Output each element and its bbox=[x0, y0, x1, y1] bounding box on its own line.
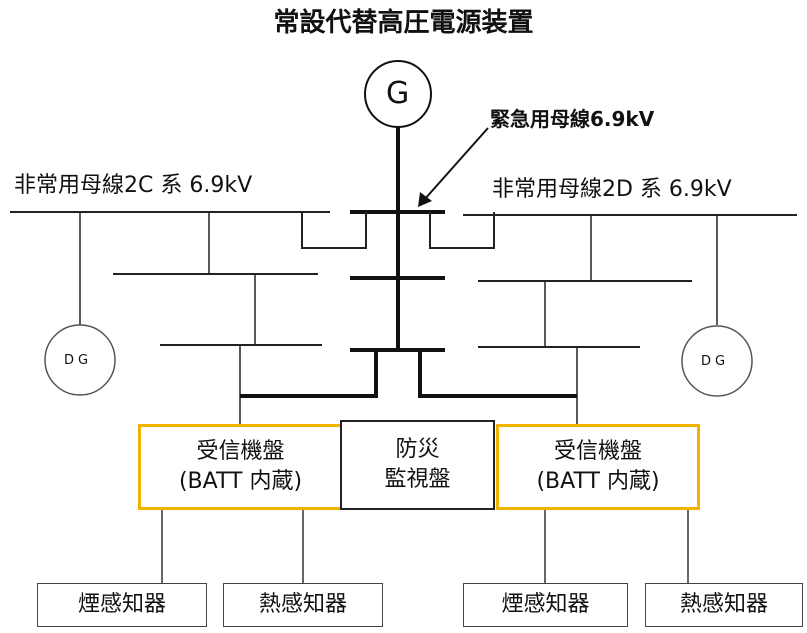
receiver-panel-right: 受信機盤 (BATT 内蔵) bbox=[496, 424, 700, 510]
smoke-detector-right: 煙感知器 bbox=[463, 583, 628, 627]
dg-2c-label: DG bbox=[64, 353, 93, 368]
heat-detector-right: 熱感知器 bbox=[645, 583, 803, 627]
fire-panel-line2: 監視盤 bbox=[384, 467, 451, 492]
smoke-detector-left: 煙感知器 bbox=[37, 583, 207, 627]
tie-line-right bbox=[429, 212, 495, 249]
generator-label: G bbox=[386, 76, 410, 111]
feeder-to-right-receiver bbox=[418, 350, 577, 398]
diagram-title: 常設代替高圧電源装置 bbox=[273, 8, 534, 38]
bus-2d-label: 非常用母線2D 系 6.9kV bbox=[492, 177, 732, 202]
receiver-panel-left: 受信機盤 (BATT 内蔵) bbox=[138, 424, 343, 510]
tie-line-left bbox=[301, 212, 367, 249]
dg-2d-label: DG bbox=[701, 354, 730, 369]
receiver-right-line2: (BATT 内蔵) bbox=[536, 469, 660, 494]
dg-2c-symbol bbox=[44, 324, 116, 396]
receiver-right-line1: 受信機盤 bbox=[553, 439, 642, 465]
emergency-bus-arrowhead bbox=[418, 192, 432, 207]
feeder-to-left-receiver bbox=[240, 350, 378, 398]
heat-detector-left: 熱感知器 bbox=[223, 583, 383, 627]
receiver-left-line1: 受信機盤 bbox=[196, 439, 285, 465]
bus-2c-label: 非常用母線2C 系 6.9kV bbox=[14, 173, 253, 198]
fire-monitor-panel: 防災 監視盤 bbox=[340, 420, 495, 510]
emergency-bus-label: 緊急用母線6.9kV bbox=[490, 107, 655, 131]
dg-2d-symbol bbox=[681, 325, 753, 397]
emergency-bus-arrow bbox=[423, 127, 489, 201]
fire-panel-line1: 防災 bbox=[395, 437, 440, 463]
receiver-left-line2: (BATT 内蔵) bbox=[178, 469, 303, 494]
